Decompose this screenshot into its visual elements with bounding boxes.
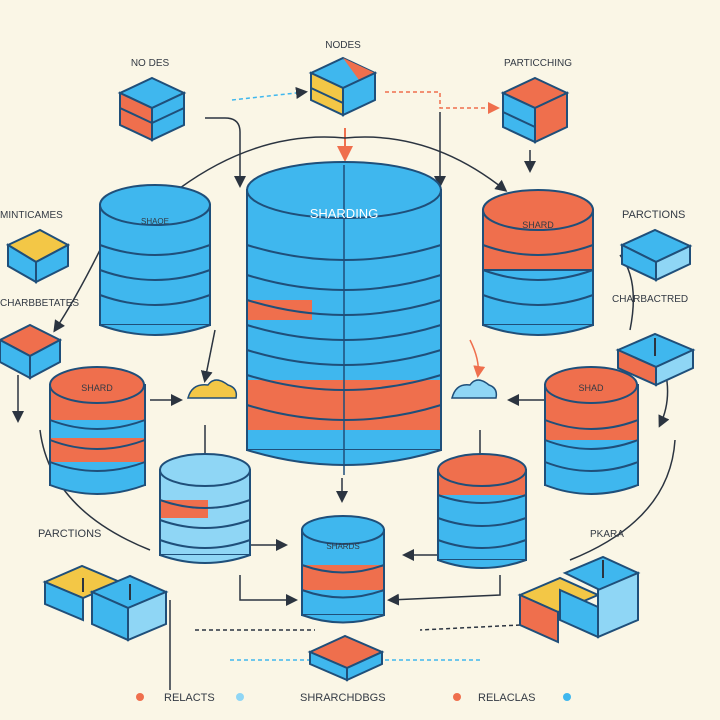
connector-lines bbox=[12, 87, 676, 690]
bottom-center-cylinder bbox=[301, 515, 385, 624]
label-pkara: PKARA bbox=[590, 529, 624, 540]
label-partions-left: PARCTIONS bbox=[38, 528, 101, 540]
block-top-right bbox=[500, 76, 570, 144]
inner-right-cylinder bbox=[437, 453, 527, 569]
legend: RELACTS SHRARCHDBGS RELACLAS bbox=[136, 692, 571, 704]
central-cylinder bbox=[246, 161, 442, 475]
label-particching: PARTICCHING bbox=[504, 58, 572, 69]
legend-dot-orange bbox=[136, 693, 144, 701]
block-left-1 bbox=[5, 228, 71, 284]
inner-left-cylinder bbox=[159, 453, 251, 564]
mid-right-cylinder bbox=[544, 366, 639, 495]
top-right-cylinder-label: SHARD bbox=[522, 220, 554, 230]
bottom-center-cylinder-label: SHARDS bbox=[326, 542, 359, 551]
label-charbactred: CHARBACTRED bbox=[612, 294, 688, 305]
cloud-left bbox=[187, 379, 238, 399]
block-top-center bbox=[308, 56, 378, 117]
block-right-2 bbox=[615, 332, 696, 387]
label-minticames: MINTICAMES bbox=[0, 210, 63, 221]
block-left-2 bbox=[0, 323, 63, 380]
mid-right-cylinder-label: SHAD bbox=[578, 383, 604, 393]
block-top-left bbox=[117, 76, 187, 142]
central-cylinder-label: SHARDING bbox=[310, 206, 379, 221]
label-partions-right: PARCTIONS bbox=[622, 209, 685, 221]
block-right-1 bbox=[619, 228, 693, 282]
legend-dot-blue bbox=[563, 693, 571, 701]
legend-item-2: SHRARCHDBGS bbox=[300, 692, 386, 704]
block-bottom-center bbox=[307, 634, 385, 682]
legend-dot-orange-2 bbox=[453, 693, 461, 701]
top-left-cylinder-label: SHAOE bbox=[141, 217, 169, 226]
mid-left-cylinder-label: SHARD bbox=[81, 383, 113, 393]
block-bottom-right bbox=[517, 555, 641, 644]
mid-left-cylinder bbox=[49, 366, 146, 495]
legend-item-1: RELACTS bbox=[164, 692, 215, 704]
block-bottom-left bbox=[42, 564, 169, 642]
label-no-des: NO DES bbox=[131, 58, 170, 69]
top-left-cylinder bbox=[99, 184, 211, 336]
cloud-right bbox=[451, 379, 498, 399]
legend-item-3: RELACLAS bbox=[478, 692, 535, 704]
label-nodes: NODES bbox=[325, 40, 361, 51]
label-charbbetates: CHARBBETATES bbox=[0, 298, 79, 309]
legend-dot-light-blue bbox=[236, 693, 244, 701]
top-right-cylinder bbox=[482, 189, 594, 336]
